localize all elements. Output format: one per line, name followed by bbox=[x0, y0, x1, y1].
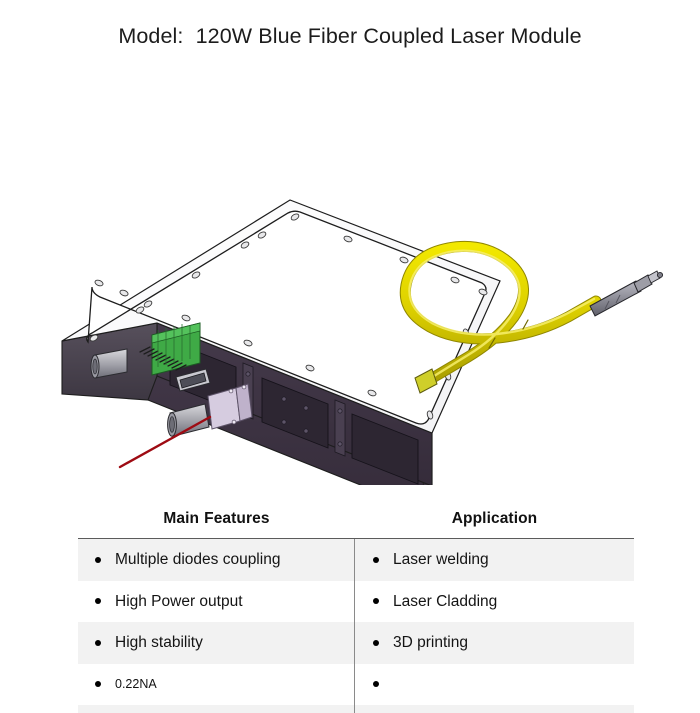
application-cell: 3D printing bbox=[355, 622, 634, 664]
column-header-main-prefix: Main bbox=[163, 510, 200, 527]
feature-cell bbox=[78, 705, 355, 713]
bullet-icon bbox=[373, 556, 379, 563]
page-title: Model: 120W Blue Fiber Coupled Laser Mod… bbox=[0, 24, 700, 49]
feature-cell: High stability bbox=[78, 622, 355, 664]
bullet-icon bbox=[373, 639, 379, 646]
bullet-icon bbox=[95, 556, 101, 563]
table-row: High Power output Laser Cladding bbox=[78, 580, 634, 623]
table-header-row: Main Features Application bbox=[78, 500, 634, 538]
feature-text: High Power output bbox=[115, 592, 243, 610]
fiber-optic-cable bbox=[399, 240, 602, 389]
feature-cell: Multiple diodes coupling bbox=[78, 539, 355, 581]
feature-cell: 0.22NA bbox=[78, 663, 355, 705]
application-cell bbox=[355, 705, 634, 713]
table-row: Multiple diodes coupling Laser welding bbox=[78, 539, 634, 581]
module-top-lid bbox=[61, 199, 501, 434]
feature-text: High stability bbox=[115, 634, 203, 651]
column-header-main-features: Main Features bbox=[78, 500, 355, 538]
application-text: Laser welding bbox=[393, 551, 489, 568]
table-row-partial bbox=[78, 705, 634, 713]
feature-text: 0.22NA bbox=[115, 677, 157, 691]
page-title-text: Model: 120W Blue Fiber Coupled Laser Mod… bbox=[118, 24, 582, 48]
green-terminal-block bbox=[139, 322, 201, 376]
lower-cylindrical-connector bbox=[167, 403, 210, 437]
fiber-entry-boot bbox=[414, 368, 438, 394]
bullet-icon bbox=[95, 681, 101, 688]
application-text: Laser Cladding bbox=[393, 592, 498, 610]
laser-module-drawing bbox=[61, 199, 664, 485]
specifications-table: Main Features Application Multiple diode… bbox=[78, 500, 634, 713]
feature-text: Multiple diodes coupling bbox=[115, 551, 281, 568]
column-header-application-label: Application bbox=[451, 510, 538, 527]
fiber-output-connector bbox=[589, 270, 664, 317]
lavender-mounting-block bbox=[207, 383, 253, 430]
column-header-features: Features bbox=[204, 510, 270, 527]
dsub-connector bbox=[175, 368, 211, 392]
bullet-icon bbox=[95, 639, 101, 646]
table-row: High stability 3D printing bbox=[78, 622, 634, 664]
application-cell: Laser Cladding bbox=[355, 581, 634, 623]
application-cell: Laser welding bbox=[355, 539, 634, 581]
laser-beam-ray bbox=[118, 415, 212, 469]
table-row: 0.22NA bbox=[78, 663, 634, 706]
product-illustration bbox=[0, 95, 700, 485]
feature-cell: High Power output bbox=[78, 580, 355, 622]
upper-cylindrical-connector bbox=[90, 348, 128, 379]
bullet-icon bbox=[95, 598, 101, 605]
column-header-application: Application bbox=[355, 500, 634, 538]
bullet-icon bbox=[373, 681, 379, 688]
application-cell bbox=[355, 664, 634, 706]
application-text: 3D printing bbox=[393, 634, 468, 651]
table-body: Multiple diodes coupling Laser welding H… bbox=[78, 538, 634, 713]
bullet-icon bbox=[373, 598, 379, 605]
